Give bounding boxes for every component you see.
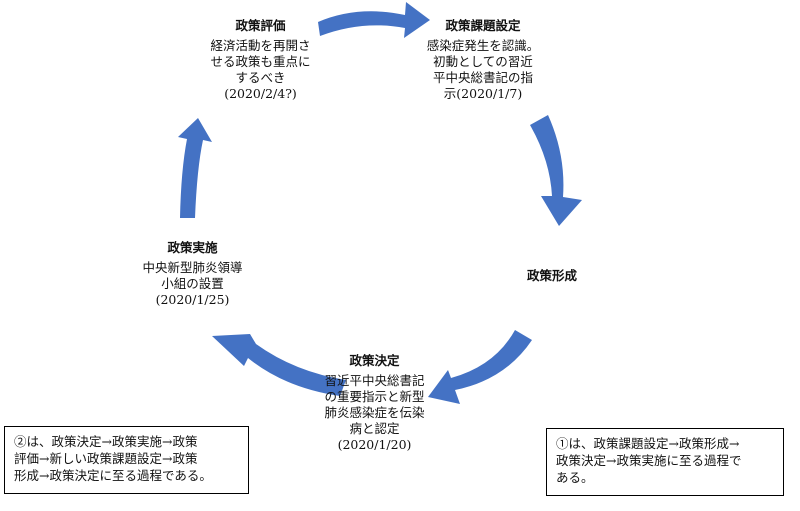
stage-decision-text-4: 病と認定 <box>349 421 400 436</box>
stage-decision-text-2: の重要指示と新型 <box>324 389 425 404</box>
stage-decision-text-3: 肺炎感染症を伝染 <box>324 405 425 420</box>
stage-decision: 政策決定 習近平中央総書記 の重要指示と新型 肺炎感染症を伝染 病と認定 (20… <box>312 353 437 453</box>
stage-implementation-text-2: 小組の設置 <box>161 276 224 291</box>
stage-evaluation-title: 政策評価 <box>235 18 286 33</box>
note-right-text-2: 政策決定→政策実施に至る過程で <box>556 453 742 468</box>
note-right-text-1: ①は、政策課題設定→政策形成→ <box>556 436 740 451</box>
stage-formation-title: 政策形成 <box>526 268 577 283</box>
stage-decision-title: 政策決定 <box>349 353 400 368</box>
arrow-agenda-to-formation <box>530 115 582 226</box>
arrow-implementation-to-evaluation <box>178 118 212 218</box>
stage-evaluation-text-3: するべき <box>235 70 286 85</box>
stage-agenda-text-1: 感染症発生を認識。 <box>426 38 540 53</box>
stage-agenda-text-4: 示(2020/1/7) <box>443 86 523 101</box>
arrow-evaluation-to-agenda <box>318 2 430 38</box>
note-left-text-3: 形成→政策決定に至る過程である。 <box>14 468 212 483</box>
stage-evaluation-text-2: せる政策も重点に <box>210 54 311 69</box>
stage-agenda-title: 政策課題設定 <box>445 18 521 33</box>
stage-evaluation-text-4: (2020/2/4?) <box>224 86 297 101</box>
stage-agenda-text-2: 初動としての習近 <box>433 54 533 69</box>
stage-implementation-text-1: 中央新型肺炎領導 <box>142 260 243 275</box>
arrow-formation-to-decision <box>428 330 532 404</box>
note-left: ②は、政策決定→政策実施→政策 評価→新しい政策課題設定→政策 形成→政策決定に… <box>4 426 249 494</box>
note-left-text-2: 評価→新しい政策課題設定→政策 <box>14 451 198 466</box>
stage-implementation-text-3: (2020/1/25) <box>155 292 230 307</box>
arrow-decision-to-implementation <box>212 334 346 396</box>
stage-evaluation: 政策評価 経済活動を再開さ せる政策も重点に するべき (2020/2/4?) <box>198 18 323 102</box>
stage-agenda-text-3: 平中央総書記の指 <box>432 70 533 85</box>
stage-implementation: 政策実施 中央新型肺炎領導 小組の設置 (2020/1/25) <box>130 240 255 308</box>
note-right: ①は、政策課題設定→政策形成→ 政策決定→政策実施に至る過程で ある。 <box>546 428 784 496</box>
stage-implementation-title: 政策実施 <box>167 240 218 255</box>
stage-decision-text-1: 習近平中央総書記 <box>324 373 425 388</box>
stage-formation: 政策形成 <box>512 268 592 288</box>
stage-decision-text-5: (2020/1/20) <box>337 437 412 452</box>
stage-agenda: 政策課題設定 感染症発生を認識。 初動としての習近 平中央総書記の指 示(202… <box>418 18 548 102</box>
note-right-text-3: ある。 <box>556 470 594 485</box>
stage-evaluation-text-1: 経済活動を再開さ <box>210 38 311 53</box>
note-left-text-1: ②は、政策決定→政策実施→政策 <box>14 434 198 449</box>
